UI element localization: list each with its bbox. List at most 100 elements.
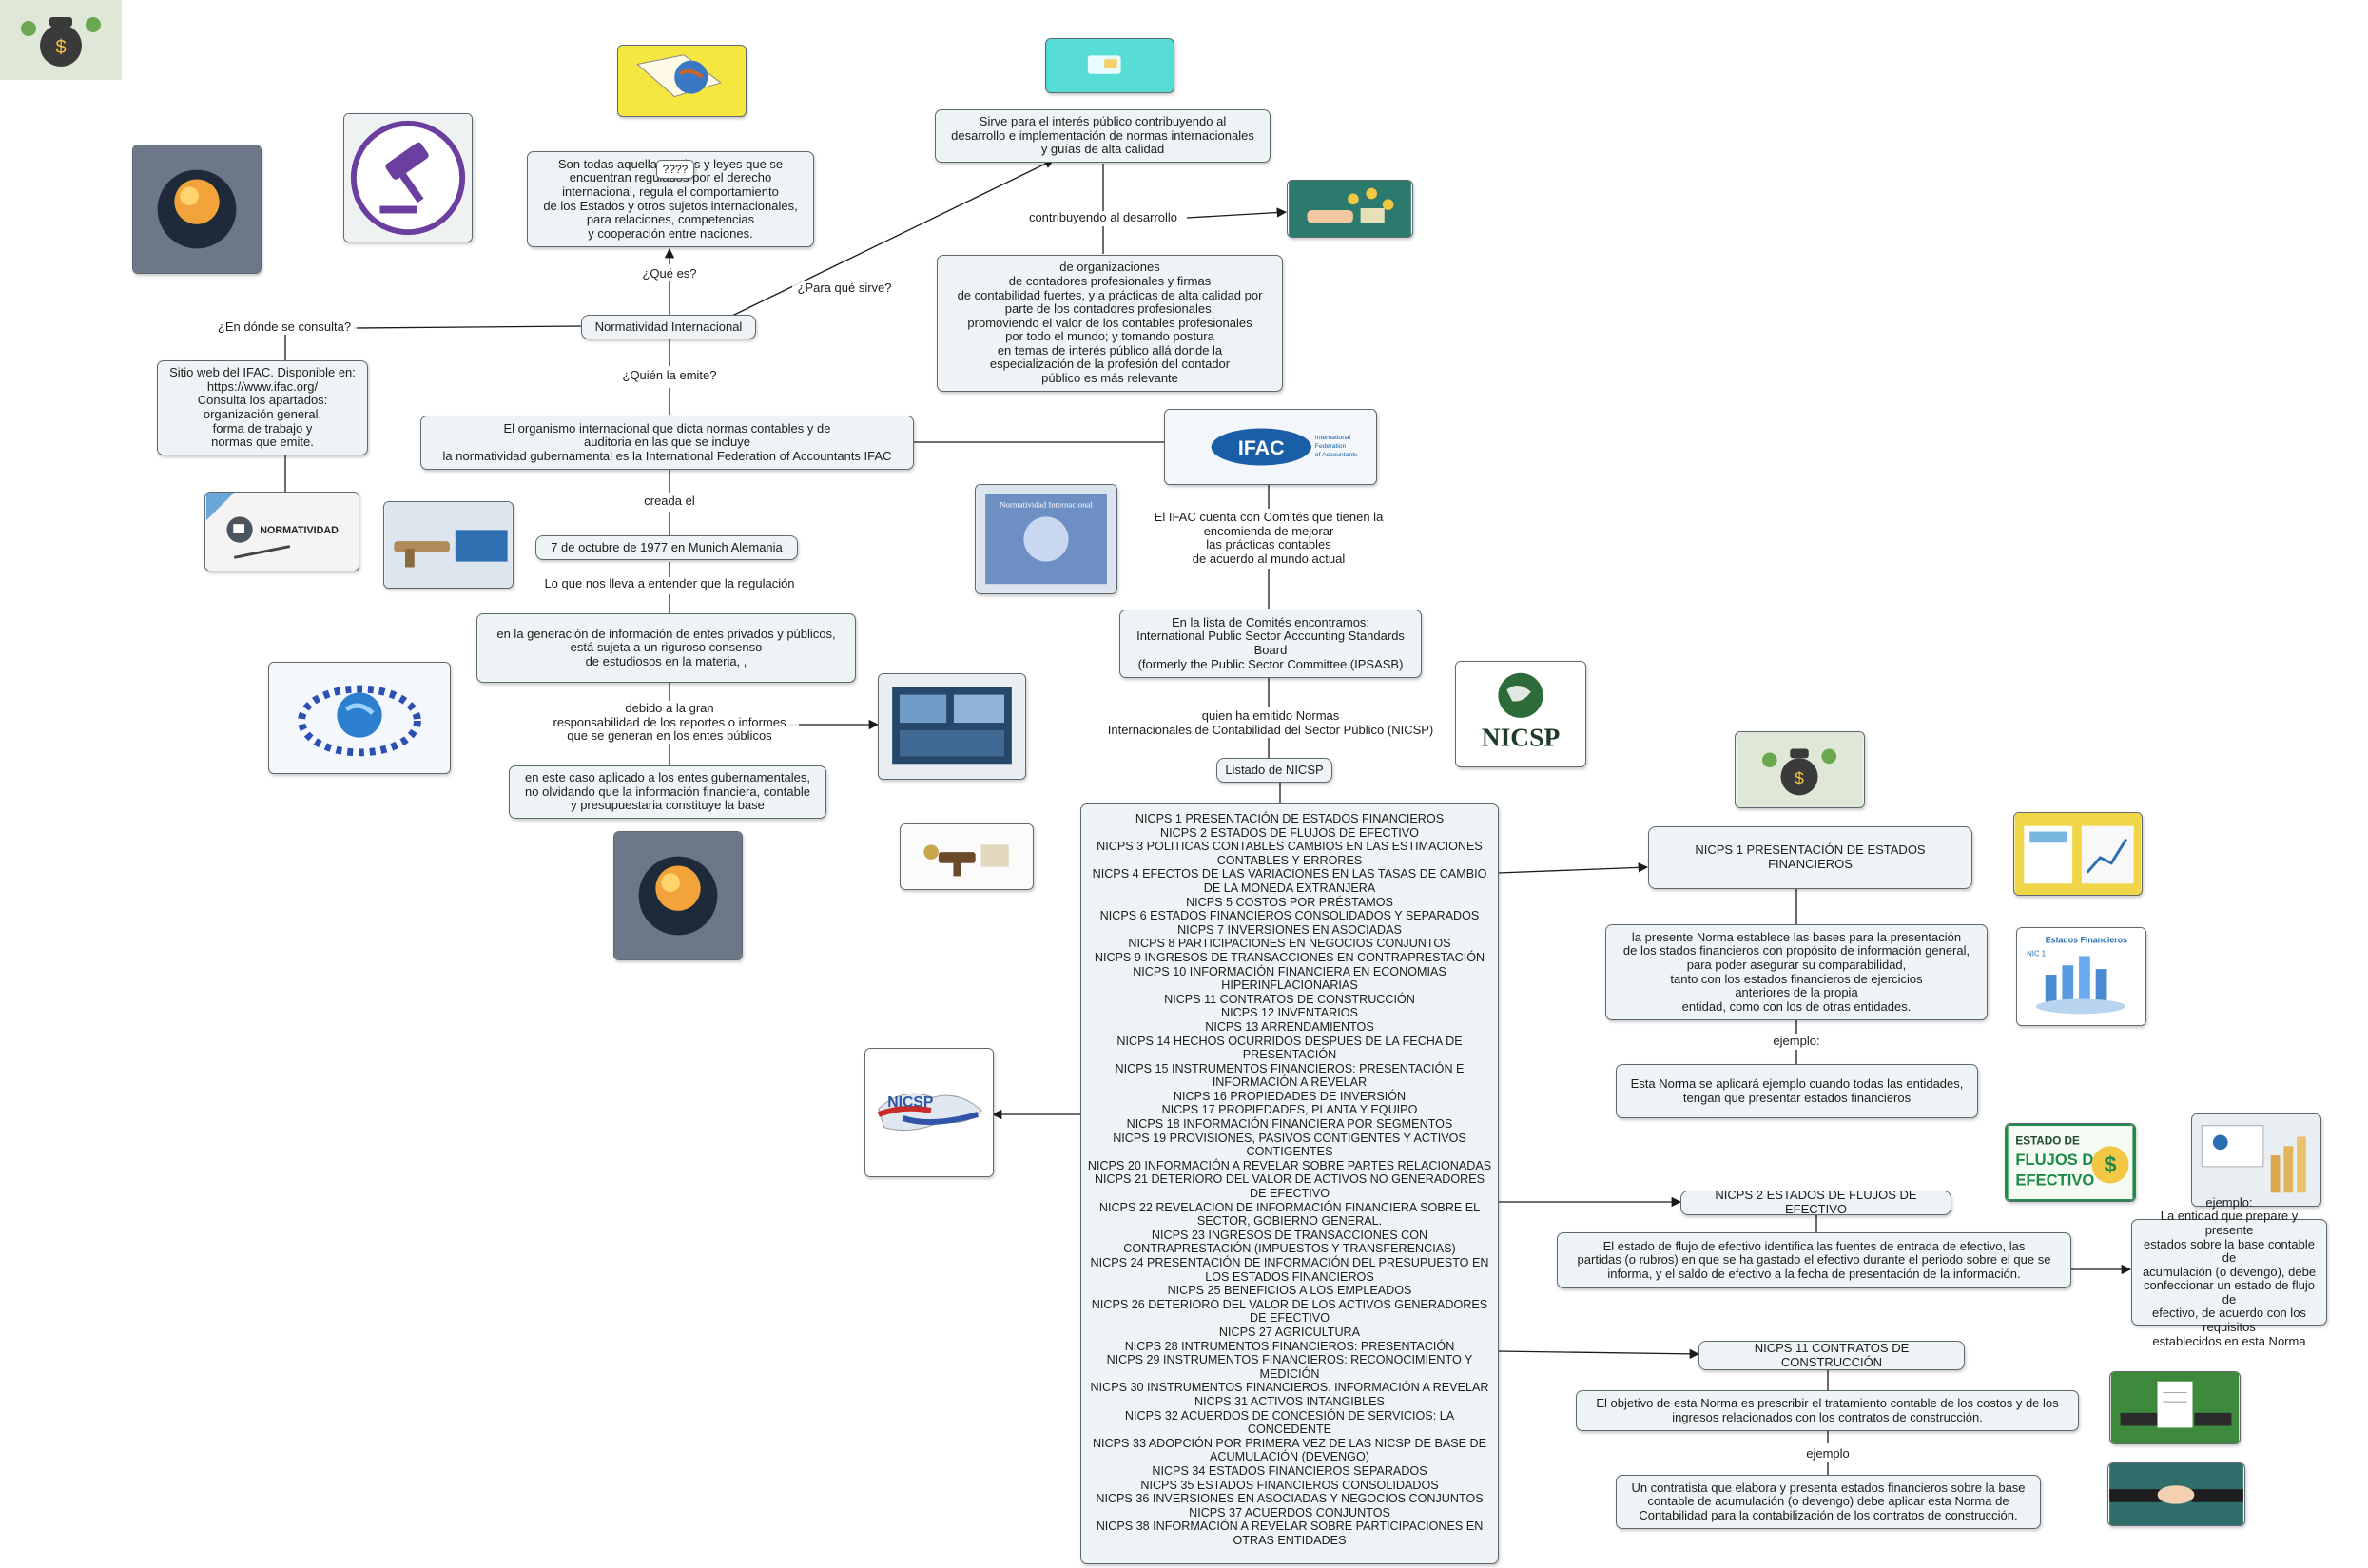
nicsp1-text: NICPS 1 PRESENTACIÓN DE ESTADOS FINANCIE… (1695, 842, 1926, 871)
nicsp-list-item: NICPS 36 INVERSIONES EN ASOCIADAS Y NEGO… (1096, 1492, 1484, 1506)
label-contribuyendo: contribuyendo al desarrollo (1021, 210, 1185, 225)
dashboard-image (878, 673, 1026, 780)
nicsp1-ej-text: Esta Norma se aplicará ejemplo cuando to… (1630, 1075, 1964, 1105)
fire-globe-image (132, 145, 262, 274)
nicsp11-ej-node[interactable]: Un contratista que elabora y presenta es… (1616, 1475, 2041, 1529)
nicsp11-ej-text: Un contratista que elabora y presenta es… (1631, 1480, 2026, 1522)
nicsp-list-item: NICPS 23 INGRESOS DE TRANSACCIONES CON C… (1123, 1228, 1456, 1256)
nicsp-list-item: NICPS 33 ADOPCIÓN POR PRIMERA VEZ DE LAS… (1092, 1436, 1487, 1464)
svg-text:International: International (1315, 435, 1351, 441)
label-quien: ¿Quién la emite? (614, 368, 725, 383)
nicsp-list-item: NICPS 37 ACUERDOS CONJUNTOS (1189, 1505, 1390, 1520)
organizaciones-text: de organizaciones de contadores profesio… (957, 260, 1263, 386)
nicsp2-ej-node[interactable]: ejemplo: La entidad que prepare y presen… (2131, 1195, 2327, 1347)
label-donde: ¿En dónde se consulta? (212, 319, 357, 335)
nicsp-list-item: NICPS 18 INFORMACIÓN FINANCIERA POR SEGM… (1126, 1117, 1453, 1132)
money-bag-image: $ (0, 0, 122, 80)
caso-node[interactable]: en este caso aplicado a los entes gubern… (509, 765, 826, 819)
nicsp-list-item: NICPS 8 PARTICIPACIONES EN NEGOCIOS CONJ… (1128, 937, 1451, 951)
contract-image (2109, 1371, 2241, 1444)
nicsp11-desc-text: El objetivo de esta Norma es prescribir … (1596, 1395, 2059, 1424)
caso-text: en este caso aplicado a los entes gubern… (525, 770, 810, 813)
organizaciones-node[interactable]: de organizaciones de contadores profesio… (937, 255, 1283, 392)
svg-text:$: $ (2104, 1152, 2116, 1177)
norm-int-text: Normatividad Internacional (1000, 500, 1093, 510)
listado-node[interactable]: Listado de NICSP (1216, 758, 1332, 783)
money-hand-image (1287, 180, 1413, 238)
nicsp11-desc-node[interactable]: El objetivo de esta Norma es prescribir … (1576, 1390, 2079, 1431)
normatividad-image: NORMATIVIDAD (204, 492, 359, 571)
nicsp-list-item: NICPS 21 DETERIORO DEL VALOR DE ACTIVOS … (1094, 1172, 1485, 1201)
nicsp1-ej-node[interactable]: Esta Norma se aplicará ejemplo cuando to… (1616, 1064, 1978, 1118)
nic1-text: NIC 1 (2027, 949, 2046, 958)
norm-int-image: Normatividad Internacional (975, 484, 1117, 594)
nicsp-list-item: NICPS 4 EFECTOS DE LAS VARIACIONES EN LA… (1092, 867, 1487, 895)
generacion-text: en la generación de información de entes… (496, 626, 836, 668)
nicsp-list-item: NICPS 32 ACUERDOS DE CONCESIÓN DE SERVIC… (1124, 1408, 1455, 1437)
calculator-chart-image (2013, 812, 2143, 896)
ifac-logo-text: IFAC (1238, 436, 1285, 459)
nicsp-map-text: NICSP (887, 1094, 933, 1111)
question-badge-text: ???? (662, 162, 689, 176)
nicsp-list-item: NICPS 24 PRESENTACIÓN DE INFORMACIÓN DEL… (1090, 1256, 1489, 1284)
nicsp-list-item: NICPS 27 AGRICULTURA (1218, 1325, 1361, 1339)
label-creada: creada el (633, 494, 706, 509)
gavel-laptop-image (383, 501, 514, 589)
world-people-image (268, 662, 451, 774)
fecha-text: 7 de octubre de 1977 en Munich Alemania (551, 539, 783, 554)
nicsp-map-image: NICSP (864, 1048, 994, 1177)
nicsp-list-item: NICPS 16 PROPIEDADES DE INVERSIÓN (1173, 1089, 1407, 1103)
nicsp-list-item: NICPS 35 ESTADOS FINANCIEROS CONSOLIDADO… (1140, 1478, 1439, 1492)
flujos-a-text: ESTADO DE (2015, 1134, 2080, 1147)
nicsp-list-item: NICPS 10 INFORMACIÓN FINANCIERA EN ECONO… (1133, 964, 1446, 993)
label-para-que: ¿Para qué sirve? (792, 281, 897, 296)
fecha-node[interactable]: 7 de octubre de 1977 en Munich Alemania (535, 535, 798, 560)
label-debido: debido a la gran responsabilidad de los … (540, 701, 799, 744)
normatividad-text: NORMATIVIDAD (260, 525, 339, 536)
sitio-node[interactable]: Sitio web del IFAC. Disponible en: https… (157, 360, 368, 455)
globe-paper-image (617, 45, 747, 117)
comites-lista-node[interactable]: En la lista de Comités encontramos: Inte… (1119, 610, 1422, 678)
nicsp-list-item: NICPS 14 HECHOS OCURRIDOS DESPUES DE LA … (1116, 1034, 1463, 1062)
generacion-node[interactable]: en la generación de información de entes… (476, 613, 856, 683)
nicsp-list-item: NICPS 30 INSTRUMENTOS FINANCIEROS. INFOR… (1090, 1381, 1489, 1395)
nicsp11-node[interactable]: NICPS 11 CONTRATOS DE CONSTRUCCIÓN (1698, 1341, 1965, 1370)
gavel-image (343, 113, 473, 242)
nicsp-list-node[interactable]: NICPS 1 PRESENTACIÓN DE ESTADOS FINANCIE… (1080, 803, 1499, 1564)
nicsp1-node[interactable]: NICPS 1 PRESENTACIÓN DE ESTADOS FINANCIE… (1648, 826, 1972, 889)
organismo-node[interactable]: El organismo internacional que dicta nor… (420, 416, 914, 470)
nicsp-logo-text: NICSP (1482, 722, 1561, 751)
cyan-screen-image (1045, 38, 1174, 93)
question-badge: ???? (656, 160, 694, 179)
nicsp-list-item: NICPS 12 INVENTARIOS (1221, 1006, 1358, 1020)
nicsp-list-item: NICPS 19 PROVISIONES, PASIVOS CONTIGENTE… (1113, 1131, 1466, 1159)
comites-lista-text: En la lista de Comités encontramos: Inte… (1136, 614, 1405, 671)
nicsp2-desc-node[interactable]: El estado de flujo de efectivo identific… (1557, 1232, 2071, 1288)
label-ejemplo3: ejemplo (1795, 1446, 1860, 1462)
sirve-node[interactable]: Sirve para el interés público contribuye… (935, 109, 1271, 163)
nicsp2-node[interactable]: NICPS 2 ESTADOS DE FLUJOS DE EFECTIVO (1680, 1188, 1951, 1216)
center-topic-text: Normatividad Internacional (594, 319, 743, 334)
svg-text:$: $ (55, 37, 66, 58)
label-que-es: ¿Qué es? (639, 266, 700, 281)
nicsp-list-item: NICPS 25 BENEFICIOS A LOS EMPLEADOS (1167, 1284, 1412, 1298)
nicsp-list-item: NICPS 29 INSTRUMENTOS FINANCIEROS: RECON… (1106, 1353, 1473, 1381)
nicsp1-desc-node[interactable]: la presente Norma establece las bases pa… (1605, 924, 1988, 1020)
center-topic[interactable]: Normatividad Internacional (581, 315, 756, 339)
nicsp-list-item: NICPS 26 DETERIORO DEL VALOR DE LOS ACTI… (1091, 1297, 1488, 1326)
nicsp-list-item: NICPS 17 PROPIEDADES, PLANTA Y EQUIPO (1161, 1103, 1418, 1117)
money-bag-image-2: $ (1735, 731, 1865, 808)
nicsp1-desc-text: la presente Norma establece las bases pa… (1622, 929, 1970, 1014)
nicsp2-text: NICPS 2 ESTADOS DE FLUJOS DE EFECTIVO (1715, 1188, 1917, 1216)
nicsp-list-item: NICPS 7 INVERSIONES EN ASOCIADAS (1177, 922, 1402, 937)
nicsp-list-item: NICPS 31 ACTIVOS INTANGIBLES (1194, 1394, 1385, 1408)
nicsp-list-item: NICPS 11 CONTRATOS DE CONSTRUCCIÓN (1164, 992, 1415, 1006)
svg-text:of Accountants: of Accountants (1315, 452, 1358, 458)
fire-globe-image-2 (613, 831, 743, 960)
nicsp-list-item: NICPS 2 ESTADOS DE FLUJOS DE EFECTIVO (1160, 825, 1419, 840)
listado-text: Listado de NICSP (1225, 762, 1324, 777)
label-lo-que: Lo que nos lleva a entender que la regul… (529, 576, 810, 591)
organismo-text: El organismo internacional que dicta nor… (442, 420, 892, 463)
